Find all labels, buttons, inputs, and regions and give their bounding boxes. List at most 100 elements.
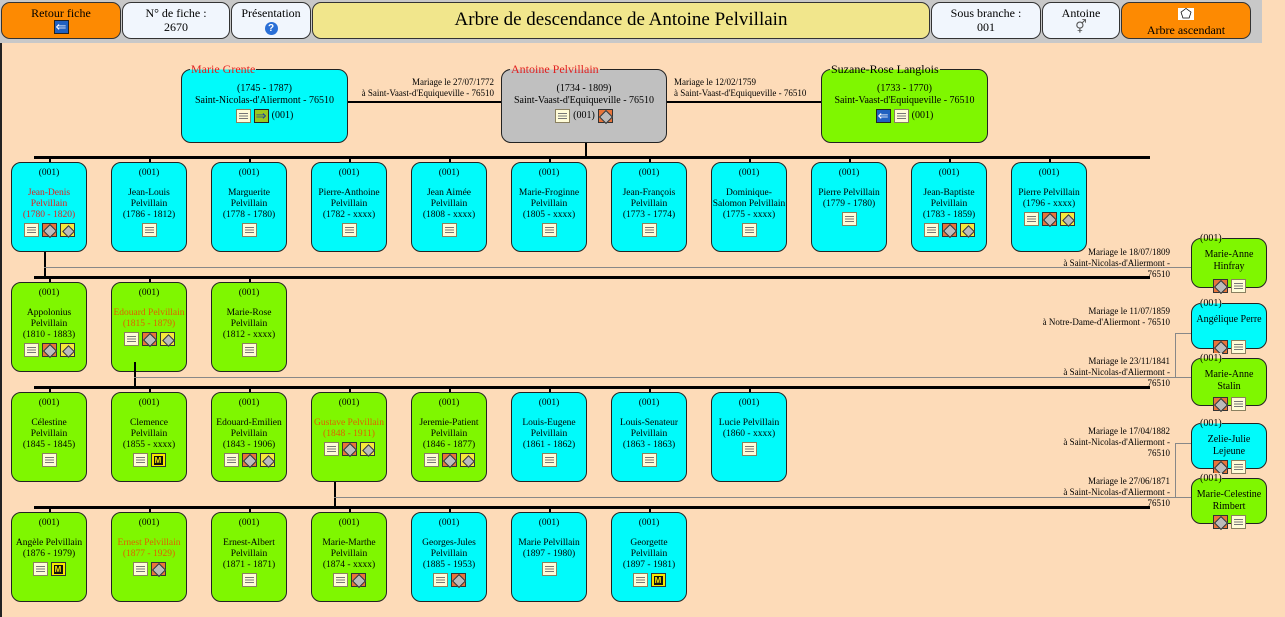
document-icon[interactable] <box>23 343 39 357</box>
ascendants-icon[interactable] <box>359 442 375 456</box>
person-name[interactable]: Appolonius Pelvillain <box>26 308 72 329</box>
person-card[interactable]: (001)Célestine Pelvillain(1845 - 1845) <box>11 392 87 482</box>
descendants-icon[interactable] <box>1212 460 1228 474</box>
spouse-card[interactable]: (001)Marie-Anne Hinfray <box>1191 233 1267 293</box>
descendants-icon[interactable] <box>1212 397 1228 411</box>
descendants-icon[interactable] <box>441 453 457 467</box>
document-icon[interactable] <box>432 573 448 587</box>
person-name[interactable]: Marie-Marthe Pelvillain <box>322 538 376 559</box>
root-person-card[interactable]: Antoine Pelvillain (1734 - 1809) Saint-V… <box>501 63 667 143</box>
person-name[interactable]: Gustave Pelvillain <box>314 418 384 428</box>
person-card[interactable]: (001)Marguerite Pelvillain(1778 - 1780) <box>211 162 287 252</box>
ascendants-icon[interactable] <box>59 343 75 357</box>
person-name[interactable]: Marie-Rose Pelvillain <box>226 308 272 329</box>
marker-icon[interactable] <box>50 562 66 576</box>
person-card[interactable]: (001)Edouard-Emilien Pelvillain(1843 - 1… <box>211 392 287 482</box>
person-button[interactable]: Antoine ⚥ <box>1042 2 1120 39</box>
document-icon[interactable] <box>132 453 148 467</box>
person-card[interactable]: (001)Georgette Pelvillain(1897 - 1981) <box>611 512 687 602</box>
person-name[interactable]: Célestine Pelvillain <box>30 418 68 439</box>
document-icon[interactable] <box>332 573 348 587</box>
person-name[interactable]: Angèle Pelvillain <box>15 538 83 548</box>
descendants-icon[interactable] <box>450 573 466 587</box>
document-icon[interactable] <box>423 453 439 467</box>
descendants-icon[interactable] <box>350 573 366 587</box>
person-card[interactable]: (001)Marie-Rose Pelvillain(1812 - xxxx) <box>211 282 287 372</box>
person-name[interactable]: Jean-Baptiste Pelvillain <box>923 188 975 209</box>
document-icon[interactable] <box>1230 515 1246 529</box>
person-card[interactable]: (001)Gustave Pelvillain(1848 - 1911) <box>311 392 387 482</box>
document-icon[interactable] <box>241 573 257 587</box>
document-icon[interactable] <box>541 453 557 467</box>
ascendant-tree-button[interactable]: ⬠ Arbre ascendant <box>1121 2 1251 39</box>
ascendants-icon[interactable] <box>259 453 275 467</box>
person-name[interactable]: Marie Pelvillain <box>518 538 580 548</box>
document-icon[interactable] <box>1230 279 1246 293</box>
person-card[interactable]: (001)Marie-Marthe Pelvillain(1874 - xxxx… <box>311 512 387 602</box>
person-name[interactable]: Jean Aimée Pelvillain <box>426 188 472 209</box>
person-name[interactable]: Marguerite Pelvillain <box>227 188 271 209</box>
document-icon[interactable] <box>341 223 357 237</box>
document-icon[interactable] <box>132 562 148 576</box>
person-name[interactable]: Jeremie-Patient Pelvillain <box>419 418 479 439</box>
person-card[interactable]: (001)Appolonius Pelvillain(1810 - 1883) <box>11 282 87 372</box>
document-icon[interactable] <box>741 223 757 237</box>
person-card[interactable]: (001)Pierre Pelvillain(1796 - xxxx) <box>1011 162 1087 252</box>
person-name[interactable]: Edouard-Emilien Pelvillain <box>216 418 282 439</box>
descendants-icon[interactable] <box>141 332 157 346</box>
person-card[interactable]: (001)Georges-Jules Pelvillain(1885 - 195… <box>411 512 487 602</box>
person-card[interactable]: (001)Jean Aimée Pelvillain(1808 - xxxx) <box>411 162 487 252</box>
document-icon[interactable] <box>541 223 557 237</box>
person-name[interactable]: Marie-Celestine Rimbert <box>1196 489 1262 512</box>
document-icon[interactable] <box>541 562 557 576</box>
person-name[interactable]: Lucie Pelvillain <box>718 418 780 428</box>
back-arrow-icon[interactable] <box>875 109 891 123</box>
person-card[interactable]: (001)Ernest Pelvillain(1877 - 1929) <box>111 512 187 602</box>
person-name[interactable]: Zelie-Julie Lejeune <box>1207 434 1251 457</box>
person-name[interactable]: Georges-Jules Pelvillain <box>422 538 476 559</box>
document-icon[interactable] <box>223 453 239 467</box>
person-name[interactable]: Jean-François Pelvillain <box>622 188 676 209</box>
person-name[interactable]: Angélique Perre <box>1196 314 1262 325</box>
ascendants-icon[interactable] <box>1059 212 1075 226</box>
document-icon[interactable] <box>1023 212 1039 226</box>
person-name[interactable]: Edouard Pelvillain <box>113 308 185 318</box>
person-name[interactable]: Louis-Eugene Pelvillain <box>522 418 576 439</box>
document-icon[interactable] <box>123 332 139 346</box>
person-name[interactable]: Jean-Denis Pelvillain <box>27 188 71 209</box>
descendants-icon[interactable] <box>41 343 57 357</box>
document-icon[interactable] <box>32 562 48 576</box>
document-icon[interactable] <box>235 109 251 123</box>
person-card[interactable]: (001)Louis-Senateur Pelvillain(1863 - 18… <box>611 392 687 482</box>
person-card[interactable]: (001)Marie Pelvillain(1897 - 1980) <box>511 512 587 602</box>
person-card[interactable]: (001)Dominique-Salomon Pelvillain(1775 -… <box>711 162 787 252</box>
marker-icon[interactable] <box>650 573 666 587</box>
person-card[interactable]: (001)Jean-Denis Pelvillain(1780 - 1820) <box>11 162 87 252</box>
document-icon[interactable] <box>841 212 857 226</box>
descendants-icon[interactable] <box>941 223 957 237</box>
parent-card-marie-grente[interactable]: Marie Grente (1745 - 1787) Saint-Nicolas… <box>181 63 348 143</box>
person-card[interactable]: (001)Jean-Louis Pelvillain(1786 - 1812) <box>111 162 187 252</box>
person-name[interactable]: Ernest-Albert Pelvillain <box>223 538 275 559</box>
person-name[interactable]: Suzane-Rose Langlois <box>830 62 940 76</box>
person-name[interactable]: Clemence Pelvillain <box>130 418 168 439</box>
spouse-card[interactable]: (001)Marie-Celestine Rimbert <box>1191 473 1267 529</box>
person-card[interactable]: (001)Clemence Pelvillain(1855 - xxxx) <box>111 392 187 482</box>
person-name[interactable]: Pierre Pelvillain <box>818 188 880 198</box>
person-card[interactable]: (001)Pierre-Anthoine Pelvillain(1782 - x… <box>311 162 387 252</box>
document-icon[interactable] <box>641 453 657 467</box>
person-name[interactable]: Antoine Pelvillain <box>510 62 600 76</box>
person-name[interactable]: Jean-Louis Pelvillain <box>128 188 170 209</box>
parent-card-suzane-rose-langlois[interactable]: Suzane-Rose Langlois (1733 - 1770) Saint… <box>821 63 988 143</box>
descendants-icon[interactable] <box>41 223 57 237</box>
marker-icon[interactable] <box>150 453 166 467</box>
person-card[interactable]: (001)Louis-Eugene Pelvillain(1861 - 1862… <box>511 392 587 482</box>
document-icon[interactable] <box>1230 460 1246 474</box>
spouse-card[interactable]: (001)Angélique Perre <box>1191 298 1267 354</box>
person-name[interactable]: Marie-Froginne Pelvillain <box>518 188 580 209</box>
person-name[interactable]: Marie-Anne Stalin <box>1204 369 1254 392</box>
spouse-card[interactable]: (001)Marie-Anne Stalin <box>1191 353 1267 411</box>
presentation-button[interactable]: Présentation ? <box>231 2 311 39</box>
document-icon[interactable] <box>141 223 157 237</box>
document-icon[interactable] <box>923 223 939 237</box>
